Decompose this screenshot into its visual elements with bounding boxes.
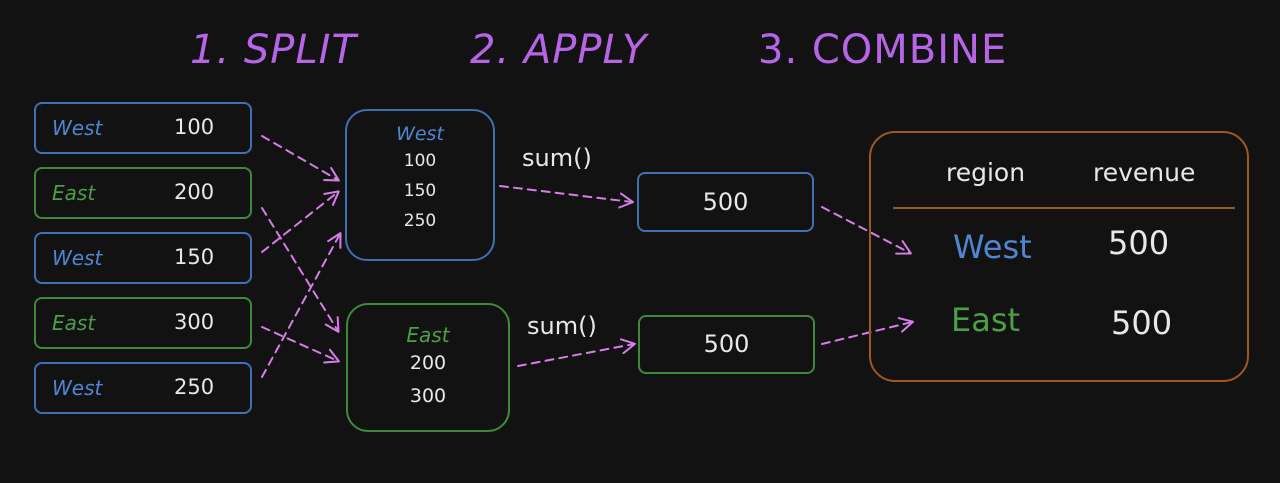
input-row-1: West 100 [34, 102, 252, 154]
group-west-value: 100 [403, 151, 437, 171]
input-row-value: 250 [174, 375, 215, 399]
input-row-region: East [52, 311, 96, 335]
group-west-value: 250 [403, 211, 437, 231]
arrow-row5-west-group [261, 232, 342, 378]
table-header-region: region [946, 158, 1026, 187]
input-row-region: West [52, 246, 103, 270]
input-row-4: East 300 [34, 297, 252, 349]
sum-function-label-west: sum() [522, 144, 592, 172]
group-west-title: West [396, 123, 444, 145]
input-row-3: West 150 [34, 232, 252, 284]
input-row-region: West [52, 376, 103, 400]
input-row-value: 150 [174, 245, 215, 269]
table-cell-region: East [951, 301, 1021, 339]
arrow-row2-east-group [261, 207, 340, 333]
arrow-west-group-to-result [499, 185, 634, 209]
arrow-east-group-to-result [517, 338, 636, 367]
arrow-east-result-to-table [821, 317, 914, 345]
combined-result-table: region revenue West 500 East 500 [869, 131, 1249, 382]
arrow-row3-west-group [261, 190, 340, 253]
input-row-5: West 250 [34, 362, 252, 414]
input-row-value: 200 [174, 180, 215, 204]
table-cell-region: West [953, 228, 1032, 266]
west-sum-result: 500 [637, 172, 814, 232]
table-cell-revenue: 500 [1108, 224, 1170, 262]
input-row-region: East [52, 181, 96, 205]
arrow-row1-west-group [261, 135, 340, 182]
sum-function-label-east: sum() [527, 312, 597, 340]
table-header-divider [893, 207, 1235, 209]
group-west-value: 150 [403, 181, 437, 201]
group-east-value: 200 [409, 352, 447, 374]
input-row-2: East 200 [34, 167, 252, 219]
heading-apply: 2. APPLY [470, 27, 648, 73]
table-cell-revenue: 500 [1111, 304, 1173, 342]
arrow-row4-east-group [261, 326, 340, 364]
table-header-revenue: revenue [1093, 158, 1196, 187]
east-sum-result: 500 [638, 315, 815, 374]
group-west: West 100 150 250 [345, 109, 495, 261]
heading-split: 1. SPLIT [190, 27, 357, 73]
group-east-value: 300 [409, 385, 447, 407]
input-row-value: 100 [174, 115, 215, 139]
arrow-west-result-to-table [821, 206, 912, 255]
group-east-title: East [406, 323, 450, 347]
input-row-region: West [52, 116, 103, 140]
group-east: East 200 300 [346, 303, 510, 432]
heading-combine: 3. COMBINE [758, 27, 1008, 73]
input-row-value: 300 [174, 310, 215, 334]
